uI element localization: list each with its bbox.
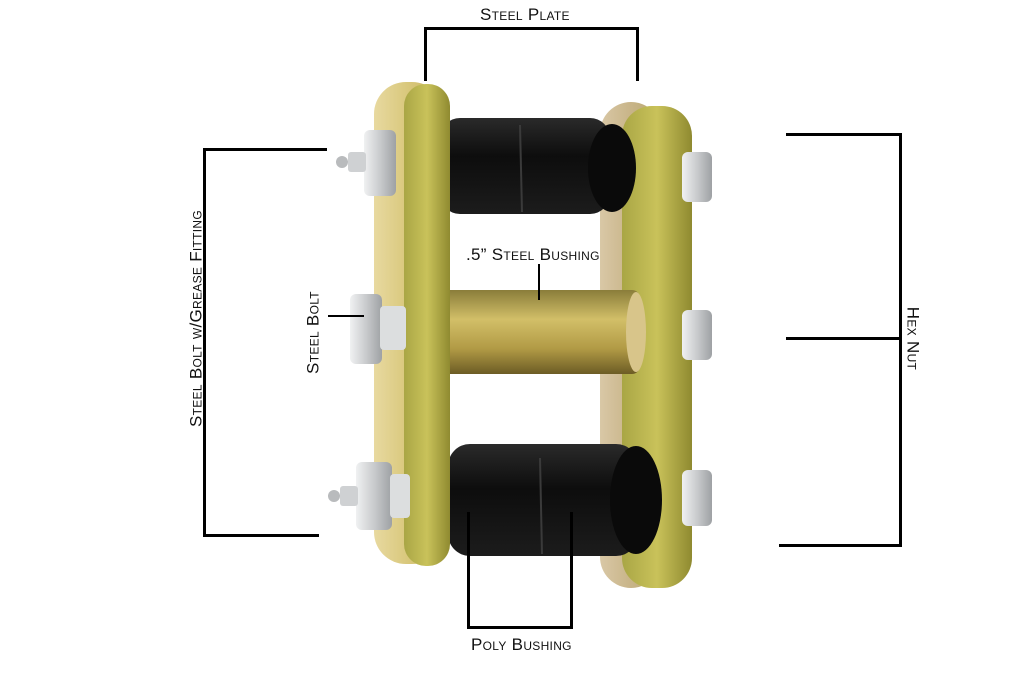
steel-bolts (328, 130, 410, 530)
hex-nut-bracket-middle (786, 337, 902, 340)
grease-bolt-bracket-bottom (203, 534, 319, 537)
hex-nut-label: Hex Nut (903, 306, 923, 371)
bottom-poly-bushing (448, 444, 662, 556)
steel-plate-bracket-right (636, 27, 639, 81)
hex-nut-bracket-top (786, 133, 902, 136)
poly-bushing-label: Poly Bushing (471, 635, 572, 654)
hex-nut-bracket-bottom (779, 544, 902, 547)
steel-plate-label: Steel Plate (480, 5, 570, 24)
poly-bushing-bracket-right (570, 512, 573, 629)
grease-bolt-bracket-vertical (203, 148, 206, 537)
grease-bolt-bracket-top (203, 148, 327, 151)
poly-bushing-bracket-bottom (467, 626, 573, 629)
poly-bushing-bracket-left (467, 512, 470, 629)
left-steel-plate (374, 82, 450, 566)
steel-plate-bracket-top (424, 27, 638, 30)
steel-bolt-label: Steel Bolt (303, 291, 323, 374)
top-poly-bushing (440, 118, 636, 214)
hex-nut-bracket-vertical (899, 133, 902, 547)
steel-plate-bracket-left (424, 27, 427, 81)
steel-bushing-leader (538, 264, 540, 300)
steel-bolt-leader (328, 315, 364, 317)
hex-nuts (682, 152, 712, 526)
steel-bushing-label: .5” Steel Bushing (466, 245, 600, 264)
steel-bolt-grease-fitting-label: Steel Bolt w/Grease Fitting (186, 209, 206, 428)
steel-bushing (440, 290, 646, 374)
